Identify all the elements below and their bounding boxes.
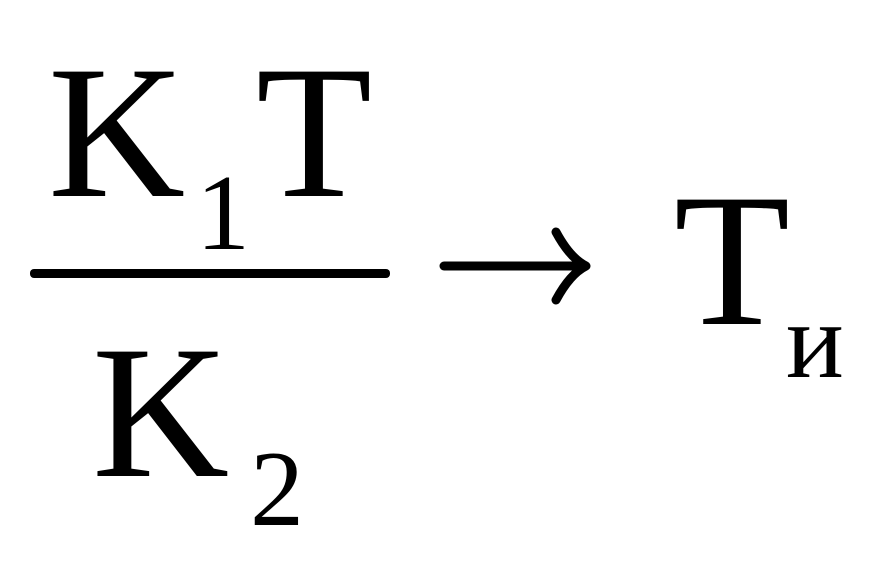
numerator-t-symbol: T — [256, 28, 373, 238]
numerator-k-subscript: 1 — [196, 154, 250, 273]
result-t-subscript: и — [786, 282, 844, 401]
numerator-k-symbol: K — [48, 28, 186, 238]
right-arrow-icon — [439, 227, 591, 305]
fraction-bar — [30, 269, 390, 278]
denominator-k-subscript: 2 — [250, 430, 304, 549]
result-t-symbol: T — [674, 156, 791, 366]
denominator-k-symbol: K — [92, 308, 230, 518]
